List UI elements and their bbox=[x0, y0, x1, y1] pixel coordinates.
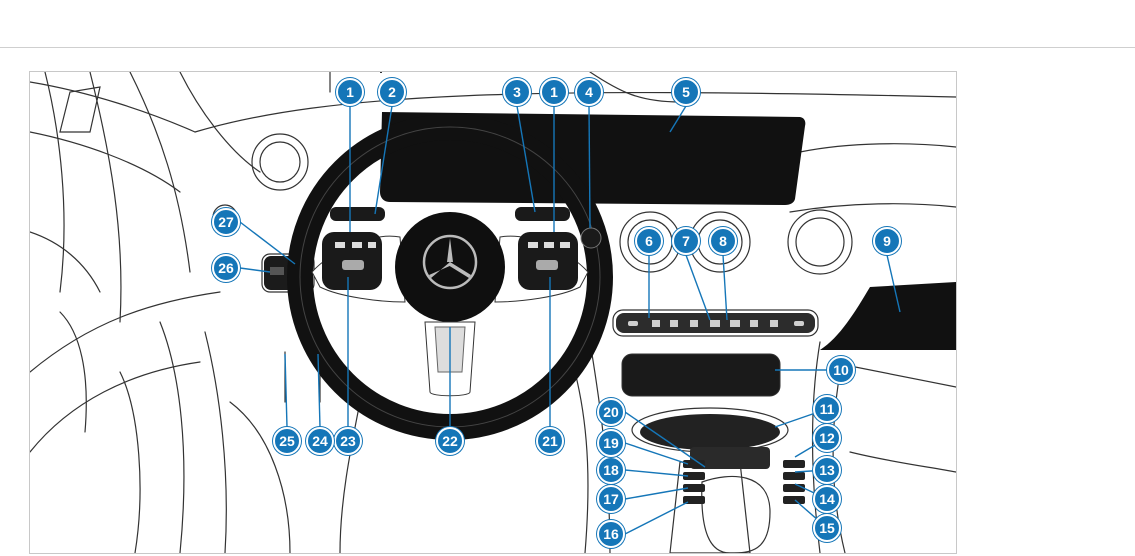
callout-6: 6 bbox=[635, 227, 663, 255]
callout-5: 5 bbox=[672, 78, 700, 106]
callout-19: 19 bbox=[597, 429, 625, 457]
callout-15: 15 bbox=[813, 514, 841, 542]
callout-20: 20 bbox=[597, 398, 625, 426]
callout-2: 2 bbox=[378, 78, 406, 106]
callout-26: 26 bbox=[212, 254, 240, 282]
callout-22: 22 bbox=[436, 427, 464, 455]
callout-1: 1 bbox=[540, 78, 568, 106]
callout-1: 1 bbox=[336, 78, 364, 106]
callout-13: 13 bbox=[813, 456, 841, 484]
callout-21: 21 bbox=[536, 427, 564, 455]
header-divider bbox=[0, 47, 1135, 48]
callout-3: 3 bbox=[503, 78, 531, 106]
callout-27: 27 bbox=[212, 208, 240, 236]
callout-18: 18 bbox=[597, 456, 625, 484]
callout-8: 8 bbox=[709, 227, 737, 255]
callout-25: 25 bbox=[273, 427, 301, 455]
callout-4: 4 bbox=[575, 78, 603, 106]
callout-17: 17 bbox=[597, 485, 625, 513]
callout-9: 9 bbox=[873, 227, 901, 255]
callout-16: 16 bbox=[597, 520, 625, 548]
callout-24: 24 bbox=[306, 427, 334, 455]
callout-12: 12 bbox=[813, 424, 841, 452]
callout-11: 11 bbox=[813, 395, 841, 423]
callout-14: 14 bbox=[813, 485, 841, 513]
callout-7: 7 bbox=[672, 227, 700, 255]
callout-10: 10 bbox=[827, 356, 855, 384]
callout-23: 23 bbox=[334, 427, 362, 455]
